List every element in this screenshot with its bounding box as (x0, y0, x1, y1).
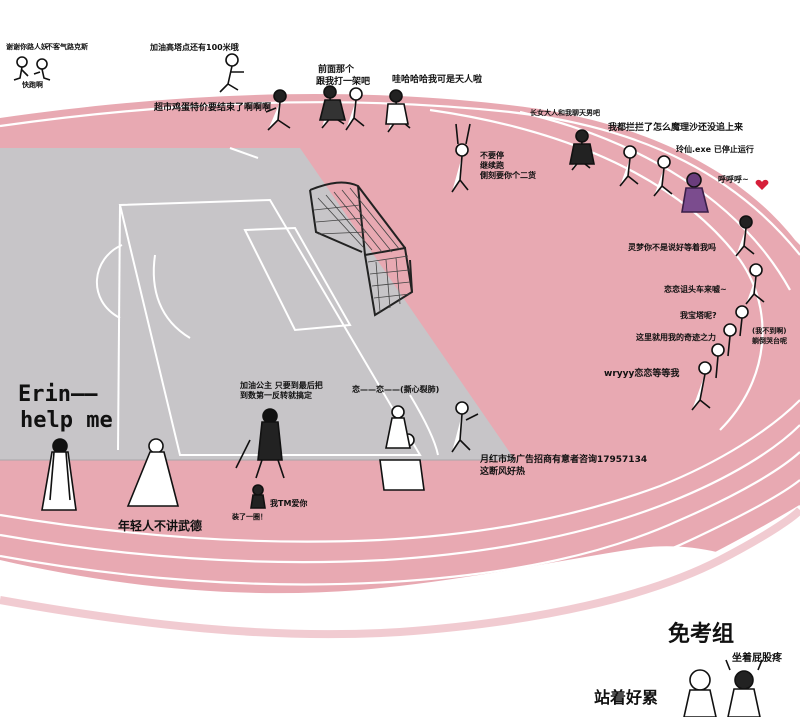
caption-wait-me: 跟我打一架吧 (316, 77, 371, 87)
caption-top-left-2: 不客气路克斯 (46, 43, 88, 51)
caption-im-tired: (我不到啊) (752, 327, 787, 335)
runner-figures (13, 53, 765, 718)
figure-runner-8 (653, 155, 673, 197)
caption-mystery-car: 恋恋诅头车来嘘~ (664, 285, 727, 294)
caption-no-martial: 年轻人不讲武德 (118, 519, 203, 533)
figure-runner-4 (345, 87, 365, 131)
caption-princess-2: 到数第一反转就搞定 (240, 391, 312, 400)
caption-dont-run: 不要停 (480, 151, 504, 160)
figure-runner-9 (735, 215, 755, 257)
figure-small-gorilla (250, 484, 266, 509)
caption-ad-1: 月红市场广告招商有意者咨询17957134 (480, 455, 648, 465)
figure-kaguya (126, 438, 180, 507)
caption-long-lady: 长女大人和我聊天男吧 (530, 109, 600, 117)
caption-keep-going: 继续跑 (480, 161, 504, 170)
caption-gorilla-love: 我TM爱你 (270, 499, 308, 508)
caption-chicken: 超市鸡蛋特价要结束了啊啊啊 (154, 103, 272, 113)
figure-bunny (451, 123, 471, 193)
caption-top-left-3: 快跑啊 (22, 81, 43, 89)
caption-reimu-wait: 灵梦你不是说好等着我吗 (628, 243, 716, 252)
caption-miracle: 这里就用我的奇迹之力 (636, 333, 716, 342)
heart-icon (755, 179, 769, 190)
figure-top-runner-1 (219, 53, 244, 93)
caption-koishi: 恋——恋——(撕心裂肺) (352, 385, 440, 394)
caption-huhu: 呼呼呼~ (718, 175, 749, 184)
caption-princess-1: 加油公主 只要到最后把 (240, 381, 323, 390)
caption-wryyy: wryyy恋恋等等我 (604, 369, 680, 379)
figure-runner-2 (265, 89, 291, 131)
figure-runner-3 (318, 85, 347, 129)
caption-top-left-1: 谢谢你路人妖 (6, 43, 48, 51)
caption-catch-you: 側刻要你个二货 (480, 171, 536, 180)
caption-cheer-boss: 加油高塔点还有100米哦 (150, 43, 239, 52)
football-field (0, 148, 515, 460)
figure-runner-7 (619, 145, 639, 187)
figure-cluster-right (691, 305, 749, 411)
caption-help-me: help me (20, 408, 113, 433)
caption-got-it: 装了一圈！ (232, 513, 267, 521)
figure-runner-10 (745, 263, 765, 305)
caption-baby-where: 我宝塔呢? (680, 311, 717, 320)
goal-net (309, 181, 414, 317)
caption-exe-stopped: 玲仙.exe 已停止运行 (676, 145, 754, 154)
figure-runner-5 (385, 89, 411, 133)
figure-purple (681, 172, 710, 213)
goal-net-mesh (313, 187, 411, 313)
field-markings (95, 147, 439, 456)
caption-erin: Erin—— (18, 382, 98, 407)
caption-dont-fall: 躺倒哭台呢 (752, 337, 787, 345)
track-lane-lines (0, 101, 800, 630)
figure-erin (41, 438, 77, 511)
caption-sitting: 坐着屁股疼 (732, 653, 782, 664)
caption-ad-2: 这断风好热 (480, 467, 526, 477)
figure-shouting (451, 401, 479, 453)
caption-exempt-group: 免考组 (668, 622, 735, 647)
caption-stop-me: 我都拦拦了怎么魔理沙还没追上来 (608, 123, 744, 133)
figure-koishi-group (379, 405, 425, 491)
ground-outside (0, 506, 800, 717)
figure-runner-6 (569, 129, 595, 171)
caption-front-person: 前面那个 (318, 65, 355, 75)
caption-wahaha: 哇哈哈哈我可是天人啦 (392, 75, 483, 85)
figure-top-left (13, 56, 51, 81)
caption-standing: 站着好累 (594, 688, 659, 707)
figure-mokou (235, 408, 285, 479)
